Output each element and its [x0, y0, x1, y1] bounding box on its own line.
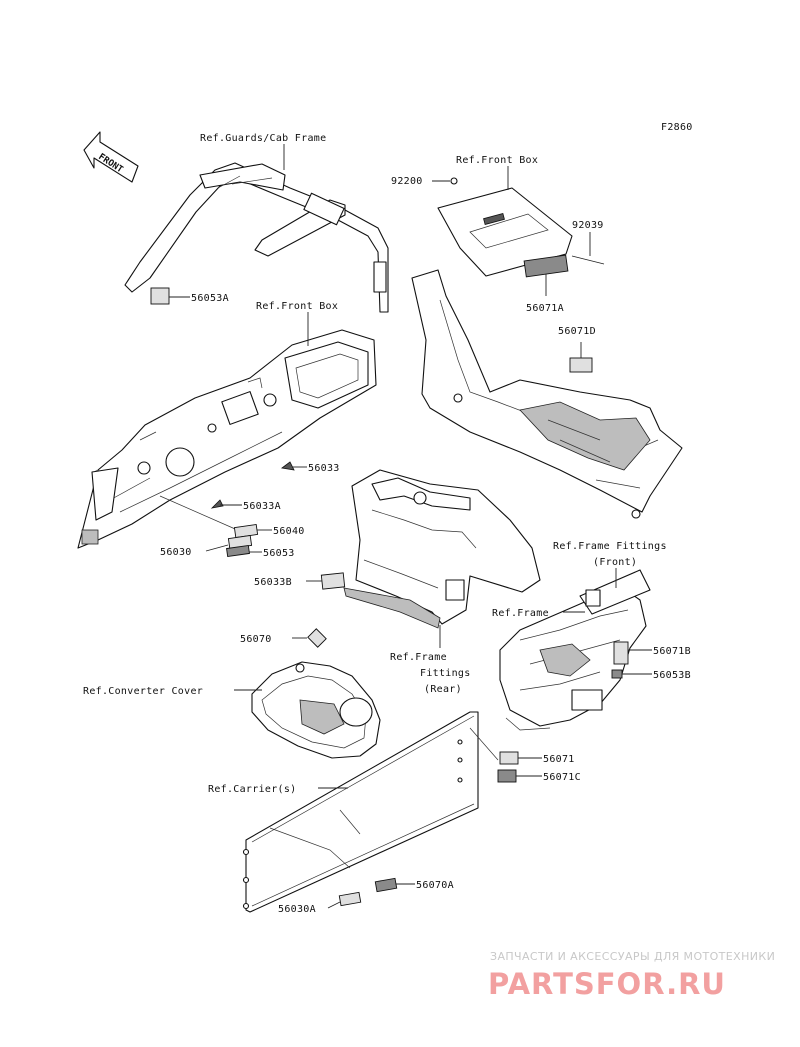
label-ref-guards-cab-frame: Ref.Guards/Cab Frame	[200, 133, 326, 144]
decal-56053	[226, 544, 250, 558]
label-56070: 56070	[240, 634, 272, 645]
watermark-logo: PARTSFOR.RU	[488, 967, 726, 1001]
label-92039: 92039	[572, 220, 604, 231]
label-ref-frame-fittings-rear-3: (Rear)	[424, 684, 462, 695]
label-ref-front-box-top: Ref.Front Box	[456, 155, 538, 166]
label-ref-front-box-dash: Ref.Front Box	[256, 301, 338, 312]
decal-56071b	[613, 641, 629, 665]
clip-56033-icon	[281, 461, 295, 471]
decal-56053b	[611, 669, 623, 679]
label-56030: 56030	[160, 547, 192, 558]
figure-code: F2860	[661, 122, 693, 133]
label-ref-frame: Ref.Frame	[492, 608, 549, 619]
front-direction-arrow-icon: FRONT	[83, 131, 139, 183]
label-56071d: 56071D	[558, 326, 596, 337]
watermark-tagline: ЗАПЧАСТИ И АКСЕССУАРЫ ДЛЯ МОТОТЕХНИКИ	[490, 950, 775, 963]
label-56033b: 56033B	[254, 577, 292, 588]
label-56053: 56053	[263, 548, 295, 559]
clip-56033a-icon	[210, 499, 224, 509]
label-56033a: 56033A	[243, 501, 281, 512]
label-ref-carriers: Ref.Carrier(s)	[208, 784, 297, 795]
label-ref-frame-fittings-rear-1: Ref.Frame	[390, 652, 447, 663]
decal-56040	[233, 524, 259, 538]
label-ref-frame-fittings-front-1: Ref.Frame Fittings	[553, 541, 667, 552]
label-56071c: 56071C	[543, 772, 581, 783]
label-56053b: 56053B	[653, 670, 691, 681]
label-ref-converter-cover: Ref.Converter Cover	[83, 686, 203, 697]
cab-frame-drawing	[124, 162, 389, 313]
label-56040: 56040	[273, 526, 305, 537]
label-56030a: 56030A	[278, 904, 316, 915]
carrier-panel-drawing	[242, 711, 499, 913]
dash-panel-drawing	[77, 329, 377, 549]
label-56071b: 56071B	[653, 646, 691, 657]
converter-cover-drawing	[251, 661, 381, 759]
decal-56071c	[497, 769, 517, 783]
label-56070a: 56070A	[416, 880, 454, 891]
frame-fittings-front-drawing	[499, 569, 651, 731]
decal-56070a	[374, 877, 398, 893]
label-92200: 92200	[391, 176, 423, 187]
center-console-drawing	[343, 469, 541, 629]
label-ref-frame-fittings-front-2: (Front)	[593, 557, 637, 568]
label-56033: 56033	[308, 463, 340, 474]
decal-56033b	[320, 572, 346, 590]
screw-92200-icon	[450, 177, 458, 185]
front-box-lid-drawing	[437, 187, 573, 277]
decal-56030a	[338, 891, 362, 907]
decal-56071a	[523, 254, 569, 278]
decal-56071	[499, 751, 519, 765]
decal-56070	[307, 628, 327, 648]
decal-56071d	[569, 357, 593, 373]
label-56071a: 56071A	[526, 303, 564, 314]
front-fender-drawing	[411, 269, 683, 519]
label-ref-frame-fittings-rear-2: Fittings	[420, 668, 471, 679]
decal-56053a	[150, 287, 170, 305]
label-56053a: 56053A	[191, 293, 229, 304]
label-56071: 56071	[543, 754, 575, 765]
